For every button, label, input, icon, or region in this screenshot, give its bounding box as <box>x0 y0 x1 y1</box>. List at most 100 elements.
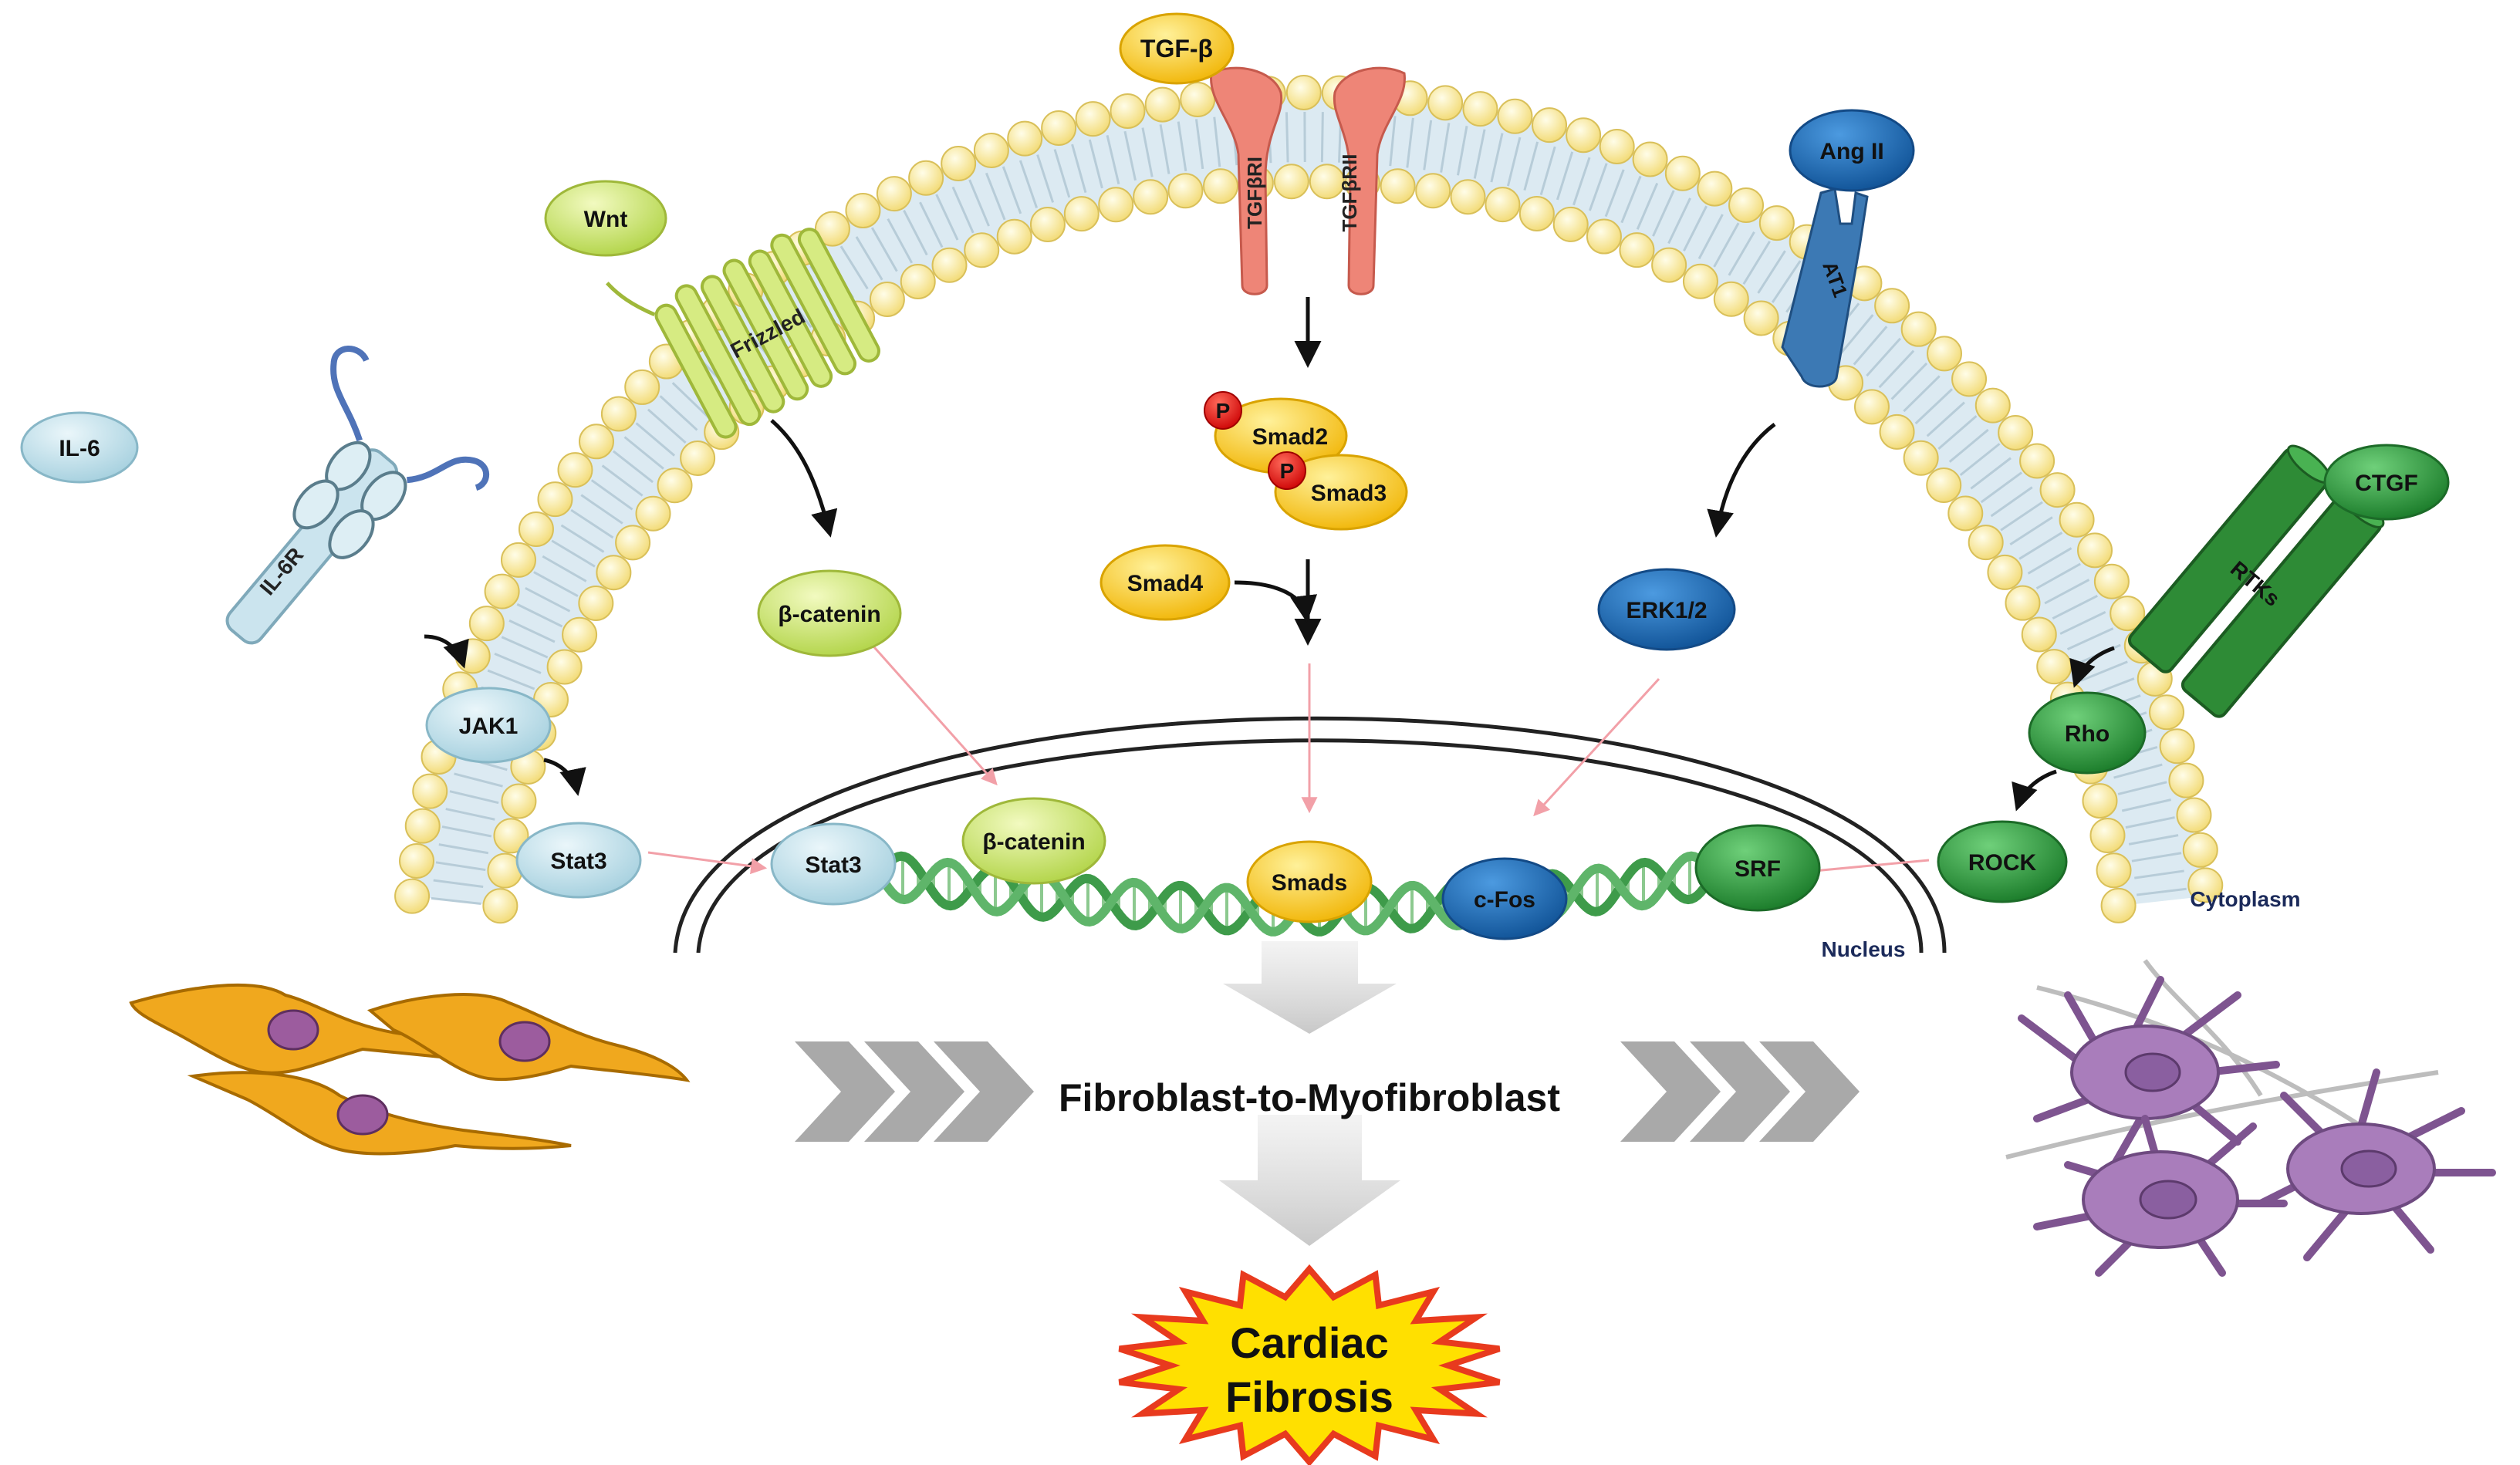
erk-label: ERK1/2 <box>1626 598 1707 623</box>
lipid-head <box>1415 173 1451 209</box>
rock-label: ROCK <box>1968 850 2037 876</box>
rock-node: ROCK <box>1937 820 2068 903</box>
lipid-head <box>501 783 537 819</box>
lipid-head <box>394 878 431 914</box>
lipid-head <box>1874 288 1910 324</box>
lipid-head <box>1758 205 1795 241</box>
lipid-head <box>1632 141 1668 177</box>
lipid-head <box>2159 728 2195 765</box>
pink-nuclear-arrows <box>647 640 1930 879</box>
lipid-head <box>869 281 905 317</box>
lipid-head <box>1879 414 1915 450</box>
lipid-head <box>1180 81 1216 117</box>
lipid-head <box>1485 187 1521 223</box>
lipid-head <box>900 263 936 299</box>
rtks-receptor: RTKs <box>2127 444 2385 718</box>
lipid-head <box>1903 440 1939 476</box>
lipid-head <box>1462 91 1498 127</box>
tgfbr1-receptor: TGFβRI <box>1210 66 1283 295</box>
lipid-head <box>680 441 716 477</box>
lipid-head <box>1133 179 1169 215</box>
lipid-head <box>1167 173 1204 209</box>
lipid-head <box>2168 762 2204 798</box>
lipid-head <box>2089 817 2126 853</box>
lipid-head <box>578 586 614 622</box>
lipid-head <box>2182 832 2218 868</box>
lipid-head <box>468 606 505 642</box>
il6-label: IL-6 <box>59 436 100 461</box>
lipid-head <box>1063 196 1100 232</box>
lipid-head <box>493 818 529 854</box>
lipid-head <box>1285 75 1322 111</box>
lipid-head <box>845 193 881 229</box>
lipid-head <box>1743 300 1779 336</box>
lipid-head <box>412 773 448 809</box>
cardiac-fibrosis-burst: Cardiac Fibrosis <box>1118 1264 1501 1465</box>
lipid-head <box>1926 467 1962 503</box>
nucleus-label: Nucleus <box>1822 937 1906 961</box>
lipid-head <box>1566 117 1602 154</box>
lipid-head <box>657 468 693 504</box>
lipid-head <box>1599 129 1635 165</box>
lipid-head <box>1998 415 2034 451</box>
lipid-head <box>404 808 441 844</box>
lipid-head <box>2036 649 2072 685</box>
jak1-node: JAK1 <box>425 687 552 764</box>
rho-label: Rho <box>2065 721 2110 747</box>
lipid-head <box>1203 168 1239 204</box>
il6r-receptor: IL-6R <box>225 346 490 645</box>
right-chevrons <box>1620 1041 1860 1142</box>
lipid-head <box>635 495 671 532</box>
lipid-head <box>1273 164 1309 200</box>
srf-nuclear-label: SRF <box>1735 856 1781 882</box>
lipid-head <box>1968 525 2004 561</box>
lipid-head <box>2005 585 2041 621</box>
lipid-head <box>1029 206 1066 242</box>
at1-receptor: AT1 <box>1781 187 1869 388</box>
lipid-head <box>2093 563 2130 599</box>
erk-node: ERK1/2 <box>1597 568 1736 651</box>
ang2-ligand: Ang II <box>1789 109 1915 192</box>
lipid-head <box>1619 232 1655 268</box>
phospho-label-2: P <box>1280 459 1295 483</box>
lipid-head <box>2096 852 2132 889</box>
lipid-head <box>1947 495 1984 532</box>
lipid-head <box>1728 187 1765 224</box>
lipid-head <box>876 176 912 212</box>
lipid-head <box>941 146 977 182</box>
ctgf-ligand: CTGF <box>2323 444 2450 521</box>
lipid-head <box>1041 110 1077 147</box>
lipid-head <box>2059 501 2095 538</box>
beta-catenin-nuclear-label: β-catenin <box>982 829 1085 855</box>
lipid-head <box>1532 107 1568 143</box>
smads-nuclear-node: Smads <box>1246 840 1373 923</box>
lipid-head <box>624 369 660 405</box>
lipid-head <box>2149 694 2185 731</box>
lipid-head <box>2077 532 2113 569</box>
lipid-head <box>1900 311 1937 347</box>
lipid-head <box>2100 887 2137 923</box>
lipid-head <box>596 555 632 591</box>
beta-catenin-nuclear-node: β-catenin <box>961 797 1106 885</box>
lipid-head <box>1552 206 1589 242</box>
phospho-smad2: P <box>1204 391 1242 430</box>
ang2-label: Ang II <box>1819 139 1883 164</box>
lipid-head <box>1007 120 1043 157</box>
tgfb-ligand: TGF-β <box>1119 12 1235 85</box>
lipid-head <box>578 424 614 460</box>
smad4-label: Smad4 <box>1127 571 1204 596</box>
lipid-head <box>1682 263 1718 299</box>
lipid-head <box>500 542 536 578</box>
lipid-head <box>1075 101 1111 137</box>
srf-nuclear-node: SRF <box>1694 824 1821 912</box>
beta-catenin-cytoplasm-label: β-catenin <box>778 602 880 627</box>
lipid-head <box>537 481 573 518</box>
lipid-head <box>1380 168 1416 204</box>
outcome-line2: Fibrosis <box>1225 1372 1393 1421</box>
lipid-head <box>1664 155 1701 191</box>
lipid-head <box>518 511 554 548</box>
wnt-ligand: Wnt <box>544 180 667 257</box>
lipid-head <box>1651 247 1687 283</box>
lipid-head <box>1450 179 1486 215</box>
stat3-nuclear-node: Stat3 <box>770 822 897 906</box>
